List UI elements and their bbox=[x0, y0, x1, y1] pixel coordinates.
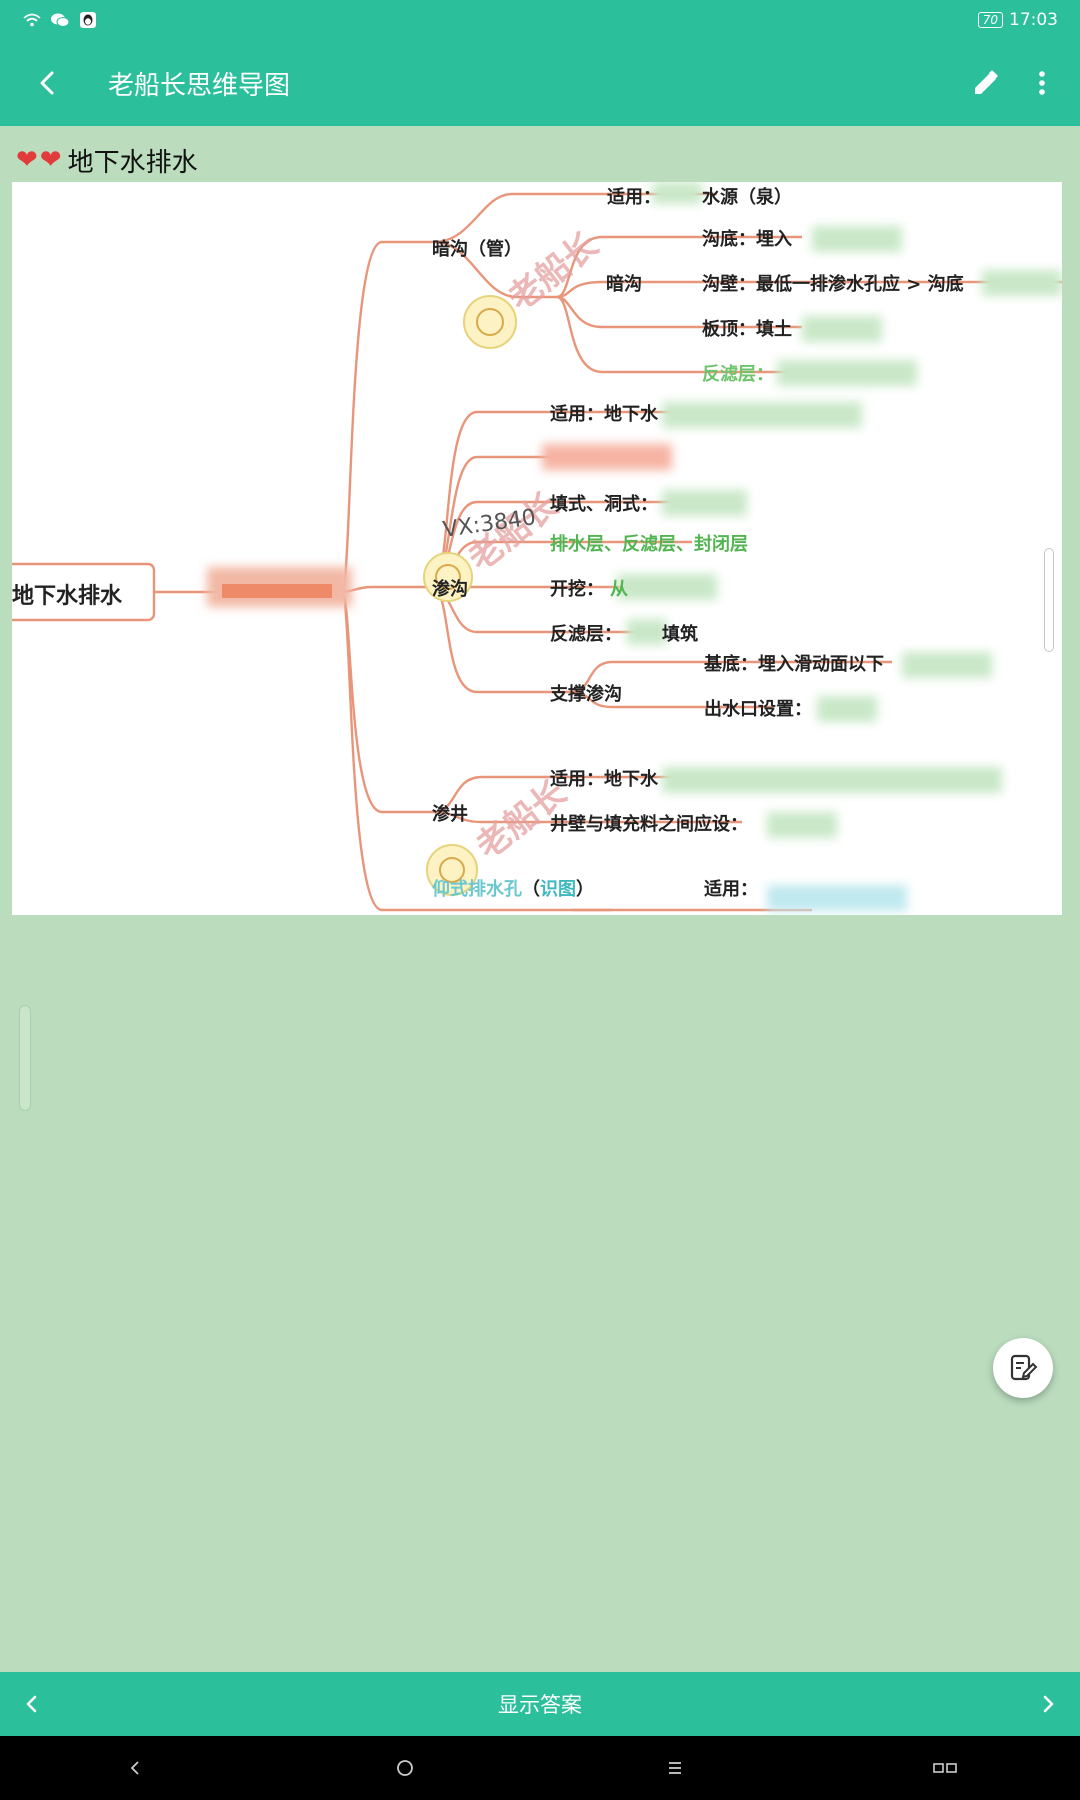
nav-back-icon bbox=[130, 1761, 139, 1775]
svg-text:反滤层：: 反滤层： bbox=[550, 624, 622, 645]
svg-text:井壁与填充料之间应设：: 井壁与填充料之间应设： bbox=[550, 813, 748, 835]
qq-icon bbox=[80, 12, 96, 28]
svg-text:板顶：填土: 板顶：填土 bbox=[702, 318, 792, 340]
app-bar: 老船长思维导图 bbox=[0, 40, 1080, 126]
status-right: 70 17:03 bbox=[977, 10, 1058, 30]
app-title: 老船长思维导图 bbox=[108, 70, 291, 101]
svg-text:支撑渗沟: 支撑渗沟 bbox=[549, 683, 622, 705]
chevron-right-icon bbox=[1043, 1695, 1054, 1713]
nav-menu-button[interactable] bbox=[635, 1736, 715, 1800]
svg-text:反滤层：: 反滤层： bbox=[702, 364, 774, 385]
branch-paishui: 仰式排水孔（识图） bbox=[432, 878, 594, 900]
branch-angou: 暗沟（管） bbox=[432, 238, 522, 260]
svg-text:沟底：埋入: 沟底：埋入 bbox=[702, 228, 792, 250]
status-time: 17:03 bbox=[1009, 10, 1058, 30]
wifi-icon bbox=[23, 13, 41, 27]
note-button[interactable] bbox=[993, 1338, 1053, 1398]
card-title: 地下水排水 bbox=[67, 147, 198, 178]
mindmap-labels: 地下水排水 暗沟（管） 适用： 水源（泉） 暗沟 沟底：埋入 沟壁：最低一排渗水… bbox=[12, 186, 964, 900]
svg-text:排水层、反滤层、封闭层: 排水层、反滤层、封闭层 bbox=[550, 533, 748, 555]
nav-recents-icon bbox=[933, 1763, 957, 1773]
svg-text:水源（泉）: 水源（泉） bbox=[702, 186, 792, 208]
nav-home-button[interactable] bbox=[365, 1736, 445, 1800]
wechat-icon bbox=[51, 13, 70, 27]
next-button[interactable] bbox=[1016, 1672, 1080, 1736]
svg-text:适用：: 适用： bbox=[704, 879, 758, 900]
heart-icon: ❤ bbox=[39, 145, 62, 175]
pencil-icon bbox=[975, 70, 998, 94]
svg-text:基底：埋入滑动面以下: 基底：埋入滑动面以下 bbox=[703, 653, 884, 675]
status-bar: 70 17:03 bbox=[0, 0, 1080, 40]
nav-back-button[interactable] bbox=[95, 1736, 175, 1800]
mindmap-svg: 老船长 老船长 老船长 VX:3840 地下水排水 bbox=[12, 182, 1062, 912]
svg-text:填式、洞式：: 填式、洞式： bbox=[550, 493, 658, 515]
more-button[interactable] bbox=[1014, 40, 1070, 126]
note-edit-icon bbox=[1010, 1354, 1038, 1381]
prev-button[interactable] bbox=[0, 1672, 64, 1736]
nav-home-icon bbox=[397, 1760, 413, 1776]
svg-text:沟壁：最低一排渗水孔应 > 沟底: 沟壁：最低一排渗水孔应 > 沟底 bbox=[702, 273, 964, 295]
chevron-left-icon bbox=[40, 71, 54, 95]
svg-text:出水口设置：: 出水口设置： bbox=[704, 698, 812, 720]
nav-menu-icon bbox=[669, 1762, 681, 1774]
show-answer-button[interactable]: 显示答案 bbox=[498, 1693, 582, 1717]
battery-indicator: 70 bbox=[977, 12, 1003, 28]
nav-recents-button[interactable] bbox=[905, 1736, 985, 1800]
lightbulb-badge-icon bbox=[423, 295, 517, 896]
edit-button[interactable] bbox=[958, 40, 1014, 126]
chevron-left-icon bbox=[26, 1695, 37, 1713]
svg-text:适用：: 适用： bbox=[607, 187, 661, 208]
back-button[interactable] bbox=[0, 40, 96, 126]
svg-text:从: 从 bbox=[610, 579, 628, 600]
root-node: 地下水排水 bbox=[12, 584, 123, 609]
more-vertical-icon bbox=[1039, 71, 1045, 95]
svg-text:适用：地下水: 适用：地下水 bbox=[550, 768, 659, 790]
root-branch-highlight bbox=[222, 584, 332, 598]
branch-shengou: 渗沟 bbox=[432, 578, 468, 600]
system-nav-bar bbox=[0, 1736, 1080, 1800]
mindmap-image[interactable]: 老船长 老船长 老船长 VX:3840 地下水排水 bbox=[12, 182, 1062, 915]
svg-text:适用：地下水: 适用：地下水 bbox=[550, 403, 659, 425]
branch-shenjing: 渗井 bbox=[432, 803, 468, 825]
card-title-row: ❤ ❤ 地下水排水 bbox=[16, 140, 198, 180]
branch-angou-sub: 暗沟 bbox=[606, 273, 642, 295]
mindmap-scrollbar[interactable] bbox=[1044, 548, 1054, 652]
status-icons bbox=[22, 12, 98, 28]
svg-text:开挖：: 开挖： bbox=[550, 578, 604, 600]
page-scrollbar[interactable] bbox=[19, 1005, 31, 1111]
svg-text:填筑: 填筑 bbox=[662, 623, 698, 645]
bottom-bar: 显示答案 bbox=[0, 1672, 1080, 1736]
heart-icon: ❤ bbox=[16, 145, 38, 175]
